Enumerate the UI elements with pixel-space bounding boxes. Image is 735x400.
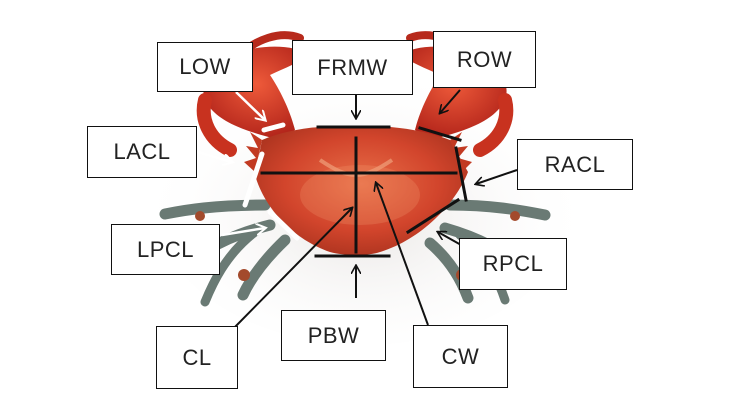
label-lpcl: LPCL <box>111 224 220 275</box>
label-rpcl: RPCL <box>459 238 567 290</box>
racl-arrow <box>476 169 518 184</box>
low-arrow <box>235 91 265 120</box>
low-segment <box>261 122 286 133</box>
rpcl-bar <box>405 197 461 235</box>
label-row: ROW <box>433 31 536 88</box>
label-racl: RACL <box>517 139 633 190</box>
white-arrows <box>196 91 265 237</box>
cl-arrow <box>231 208 352 331</box>
lpcl-arrow <box>221 228 265 237</box>
label-cl: CL <box>156 326 238 389</box>
label-pbw: PBW <box>281 310 386 361</box>
lacl-segment <box>242 151 265 208</box>
crab-legs <box>159 199 551 307</box>
carapace-spines-right <box>450 132 472 172</box>
lpcl-segment <box>267 209 300 241</box>
crab-carapace <box>255 125 468 255</box>
label-frmw: FRMW <box>292 40 413 95</box>
black-measure-lines <box>260 125 468 258</box>
label-low: LOW <box>157 42 253 92</box>
racl-bar <box>454 146 468 202</box>
row-bar <box>418 126 462 142</box>
label-lacl: LACL <box>87 126 197 178</box>
carapace-spines-left <box>244 132 262 172</box>
white-measure-lines <box>242 122 300 241</box>
row-arrow <box>440 89 461 113</box>
label-cw: CW <box>413 325 508 388</box>
cw-arrow <box>376 183 429 326</box>
carapace-highlight <box>300 165 420 225</box>
lacl-arrow <box>196 150 232 162</box>
